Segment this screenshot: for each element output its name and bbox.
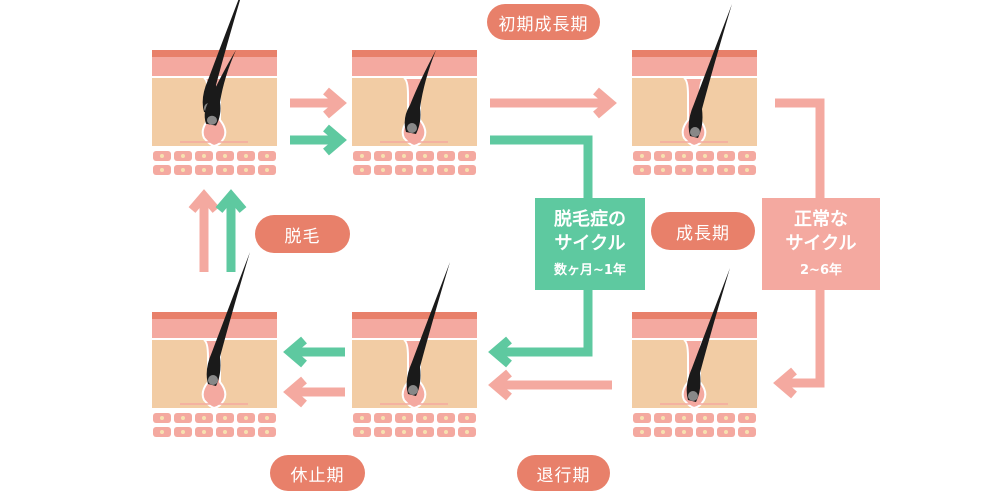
normal-cycle-duration: 2~6年	[800, 262, 842, 278]
arrow-green-1	[290, 124, 347, 156]
arrow-pink-1	[290, 87, 347, 119]
arrow-pink-3	[488, 369, 612, 401]
arrow-pink-up	[188, 189, 220, 272]
normal-cycle-line2: サイクル	[785, 232, 857, 254]
arrow-pink-2	[490, 87, 617, 119]
arrow-pink-4	[283, 376, 345, 408]
stage-anagen-bottom-skin	[631, 268, 758, 438]
stage-telogen-skin	[151, 252, 278, 438]
alopecia-cycle-duration: 数ヶ月~1年	[554, 262, 626, 278]
label-catagen: 退行期	[517, 455, 610, 491]
normal-cycle-box: 正常な サイクル 2~6年	[762, 198, 880, 290]
arrow-green-up	[215, 189, 247, 272]
stage-early-anagen-skin	[351, 49, 478, 176]
stage-anagen-top-skin	[631, 4, 758, 176]
arrow-green-4	[283, 336, 345, 368]
label-early-anagen: 初期成長期	[487, 4, 600, 40]
label-telogen: 休止期	[270, 455, 365, 491]
label-anagen: 成長期	[651, 212, 755, 250]
stage-catagen-skin	[351, 262, 478, 438]
stage-shedding-skin	[151, 0, 278, 176]
alopecia-cycle-box: 脱毛症の サイクル 数ヶ月~1年	[535, 198, 645, 290]
alopecia-cycle-line1: 脱毛症の	[554, 209, 626, 231]
alopecia-cycle-line2: サイクル	[554, 232, 626, 254]
label-shedding: 脱毛	[255, 215, 350, 253]
normal-cycle-line1: 正常な	[794, 209, 848, 231]
